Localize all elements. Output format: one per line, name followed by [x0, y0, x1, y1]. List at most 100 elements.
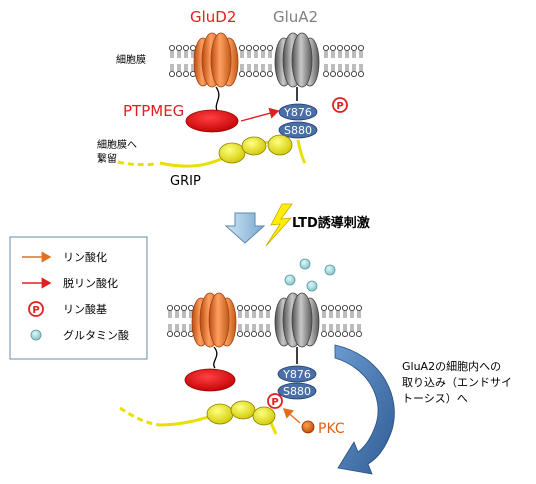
glud2-receptor-top [193, 32, 239, 113]
lipid-tail [322, 311, 326, 318]
lipid-tail [324, 64, 328, 71]
legend-item-phosphate: リン酸基 [63, 302, 107, 316]
lipid-head [322, 71, 329, 78]
lipid-tail [336, 311, 340, 318]
lipid-head [336, 71, 343, 78]
lipid-tail [177, 64, 181, 71]
phosphate-group-top: P [332, 97, 348, 113]
lipid-tail [184, 51, 188, 58]
lipid-head [259, 71, 266, 78]
stimulus-label: LTD誘導刺激 [292, 215, 371, 231]
lipid-head [348, 330, 355, 337]
glua2-label: GluA2 [273, 8, 318, 26]
lipid-tail [359, 64, 363, 71]
lipid-head [329, 71, 336, 78]
lipid-head [182, 45, 189, 52]
lipid-head [168, 71, 175, 78]
lipid-tail [359, 51, 363, 58]
lipid-tail [352, 51, 356, 58]
lipid-head [236, 330, 243, 337]
lipid-tail [238, 324, 242, 331]
lipid-head [343, 71, 350, 78]
svg-text:Y876: Y876 [283, 106, 312, 119]
lipid-head [357, 71, 364, 78]
lipid-tail [252, 311, 256, 318]
lipid-tail [329, 311, 333, 318]
lipid-head [341, 304, 348, 311]
lipid-tail [322, 324, 326, 331]
lipid-tail [238, 311, 242, 318]
lipid-head [336, 45, 343, 52]
lipid-head [348, 304, 355, 311]
lipid-tail [343, 324, 347, 331]
lipid-head [350, 45, 357, 52]
grip-label: GRIP [170, 174, 201, 189]
lipid-tail [254, 51, 258, 58]
legend-phosphate-icon [28, 301, 44, 317]
endocytosis-arrow [334, 344, 395, 475]
lipid-tail [329, 324, 333, 331]
lipid-head [180, 304, 187, 311]
lipid-head [238, 71, 245, 78]
lipid-head [252, 71, 259, 78]
lipid-tail [247, 64, 251, 71]
ptpmeg-protein-bottom [184, 368, 236, 392]
svg-text:S880: S880 [283, 385, 311, 398]
lipid-head [173, 304, 180, 311]
lipid-tail [240, 64, 244, 71]
lipid-head [320, 330, 327, 337]
ptpmeg-label: PTPMEG [123, 102, 184, 120]
lipid-tail [168, 324, 172, 331]
lipid-head [259, 45, 266, 52]
lipid-tail [247, 51, 251, 58]
lipid-head [166, 304, 173, 311]
svg-text:P: P [336, 101, 343, 112]
lipid-tail [357, 311, 361, 318]
lipid-head [250, 330, 257, 337]
pkc-label: PKC [318, 421, 345, 437]
dephosphorylation-arrow [240, 107, 280, 122]
lipid-tail [170, 51, 174, 58]
lipid-head [334, 330, 341, 337]
glua2-receptor-bottom [274, 292, 320, 364]
lipid-head [243, 304, 250, 311]
lipid-tail [261, 64, 265, 71]
lipid-tail [254, 64, 258, 71]
lipid-tail [175, 324, 179, 331]
lipid-head [173, 330, 180, 337]
glud2-receptor-bottom [191, 292, 237, 369]
lipid-head [182, 71, 189, 78]
y876-site-bottom: Y876 [277, 365, 317, 383]
ptpmeg-protein [185, 109, 239, 133]
lipid-tail [338, 51, 342, 58]
lipid-head [257, 304, 264, 311]
lipid-head [357, 45, 364, 52]
legend-item-dephosphorylation: 脱リン酸化 [63, 276, 118, 290]
phosphorylation-arrow [282, 408, 301, 424]
lipid-tail [266, 324, 270, 331]
lipid-tail [245, 311, 249, 318]
y876-site-top: Y876 [278, 103, 318, 121]
lipid-head [236, 304, 243, 311]
lipid-head [175, 45, 182, 52]
lipid-head [334, 304, 341, 311]
endocytosis-label-line3: トーシス）へ [402, 392, 468, 405]
lipid-head [343, 45, 350, 52]
s880-site-top: S880 [278, 121, 318, 139]
lipid-tail [259, 311, 263, 318]
lipid-tail [338, 64, 342, 71]
lipid-tail [245, 324, 249, 331]
lipid-head [264, 304, 271, 311]
lipid-tail [268, 64, 272, 71]
membrane-bottom [166, 304, 362, 337]
grip-protein-bottom [119, 400, 278, 435]
lipid-head [243, 330, 250, 337]
svg-text:P: P [271, 397, 278, 408]
lipid-head [266, 45, 273, 52]
legend-box: リン酸化 脱リン酸化 P リン酸基 グルタミン酸 [9, 236, 148, 360]
lipid-tail [345, 64, 349, 71]
lipid-head [264, 330, 271, 337]
lipid-tail [240, 51, 244, 58]
lipid-head [257, 330, 264, 337]
